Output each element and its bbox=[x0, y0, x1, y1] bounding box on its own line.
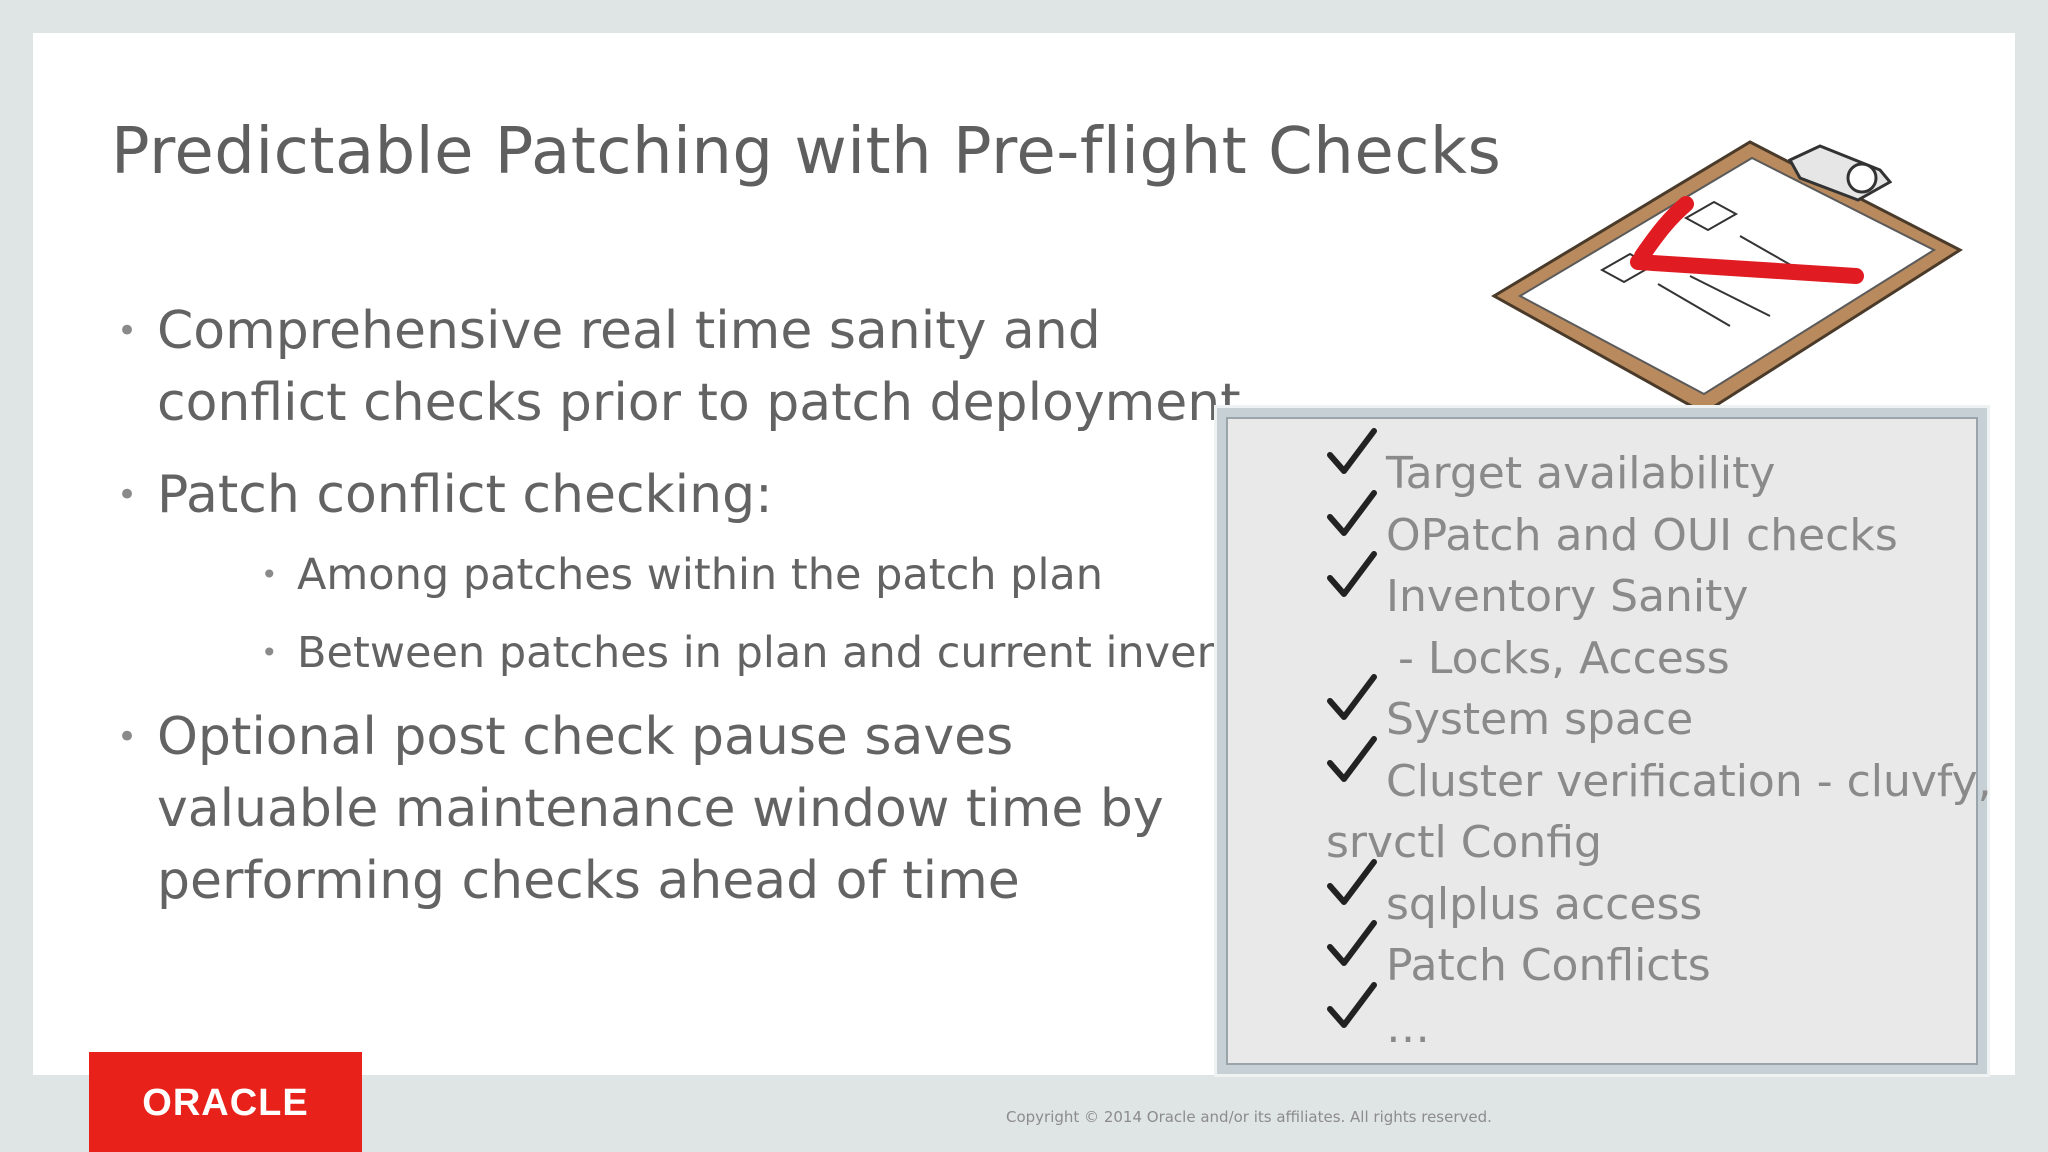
check-icon bbox=[1327, 489, 1377, 536]
clipboard-icon bbox=[1491, 140, 1964, 415]
logo-text: ORACLE bbox=[142, 1082, 309, 1124]
oracle-logo: ORACLE bbox=[89, 1052, 362, 1152]
bullet-item: Patch conflict checking: bbox=[111, 459, 1251, 531]
sub-bullet-item: Among patches within the patch plan bbox=[259, 545, 1251, 605]
checklist-item: - Locks, Access bbox=[1398, 632, 1730, 684]
check-icon bbox=[1327, 920, 1377, 966]
bullet-item: Optional post check pause saves valuable… bbox=[111, 701, 1251, 917]
checklist-item: sqlplus access bbox=[1326, 858, 1986, 936]
bullet-item: Comprehensive real time sanity and confl… bbox=[111, 295, 1251, 439]
checklist-item: OPatch and OUI checks bbox=[1326, 489, 1986, 567]
checklist-item: Patch Conflicts bbox=[1326, 920, 1986, 997]
check-icon bbox=[1327, 981, 1377, 1028]
bullet-list: Comprehensive real time sanity and confl… bbox=[111, 295, 1310, 933]
checklist-item: System space bbox=[1326, 674, 1986, 751]
checklist-item: srvctl Config bbox=[1326, 817, 1602, 868]
slide-title: Predictable Patching with Pre-flight Che… bbox=[111, 115, 1502, 189]
check-icon bbox=[1327, 551, 1377, 597]
preflight-checklist-panel: Target availability OPatch and OUI check… bbox=[1217, 408, 1992, 1074]
check-icon bbox=[1327, 428, 1377, 474]
checklist: Target availability OPatch and OUI check… bbox=[1326, 428, 1992, 1059]
checklist-item: Target availability bbox=[1326, 428, 1986, 505]
check-icon bbox=[1327, 735, 1377, 782]
checklist-item: Cluster verification - cluvfy, bbox=[1326, 735, 1992, 813]
check-icon bbox=[1327, 674, 1377, 720]
check-icon bbox=[1327, 858, 1377, 905]
sub-bullet-item: Between patches in plan and current inve… bbox=[259, 623, 1310, 683]
copyright-text: Copyright © 2014 Oracle and/or its affil… bbox=[1006, 1108, 1492, 1126]
checklist-item: … bbox=[1326, 981, 1986, 1059]
checklist-item: Inventory Sanity bbox=[1326, 551, 1986, 628]
